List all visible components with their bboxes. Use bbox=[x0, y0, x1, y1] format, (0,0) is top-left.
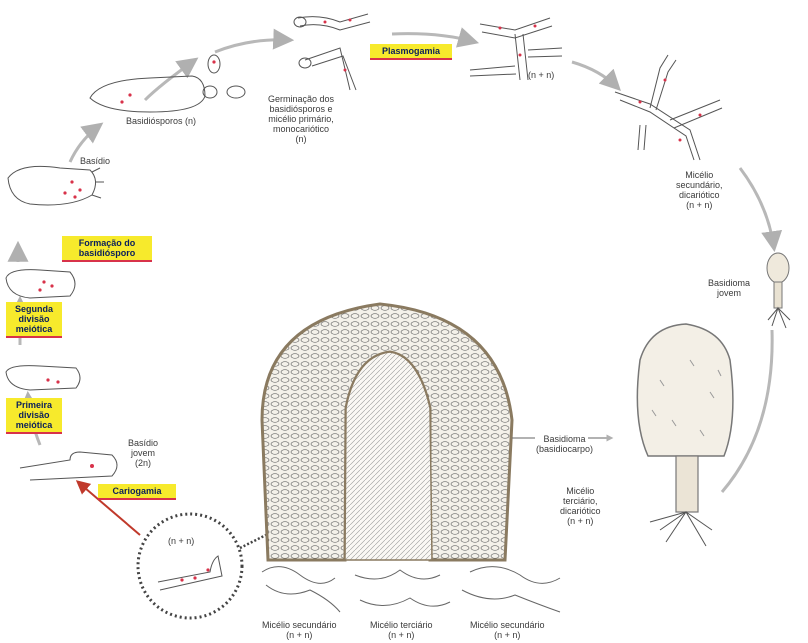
young-basidium-cell bbox=[20, 452, 117, 480]
primary-mycelium bbox=[294, 14, 370, 90]
label-basidioma-jovem: Basidioma jovem bbox=[708, 278, 750, 298]
inset-circle bbox=[138, 514, 242, 618]
basidium-stage bbox=[8, 166, 104, 205]
secondary-mycelium bbox=[615, 55, 722, 160]
label-micelio-terciario-right: Micélio terciário, dicariótico (n + n) bbox=[560, 486, 601, 526]
bottom-mycelium bbox=[262, 567, 560, 612]
first-division-cell bbox=[6, 366, 80, 390]
label-germinacao: Germinação dos basidiósporos e micélio p… bbox=[268, 94, 334, 144]
label-plasmogamia-ploidy: (n + n) bbox=[528, 70, 554, 80]
box-plasmogamia: Plasmogamia bbox=[370, 44, 452, 60]
label-bottom-sec-right: Micélio secundário (n + n) bbox=[470, 620, 545, 640]
mature-basidioma bbox=[637, 324, 733, 546]
label-basidioma: Basidioma (basidiocarpo) bbox=[536, 434, 593, 454]
basidiospores-illustration bbox=[90, 55, 245, 112]
inset-hypha bbox=[158, 556, 222, 590]
box-formacao-basidiosporo: Formação do basidiósporo bbox=[62, 236, 152, 262]
label-basidio-jovem: Basídio jovem (2n) bbox=[128, 438, 158, 468]
box-cariogamia: Cariogamia bbox=[98, 484, 176, 500]
label-basidiosporos: Basidiósporos (n) bbox=[126, 116, 196, 126]
box-segunda-divisao: Segunda divisão meiótica bbox=[6, 302, 62, 338]
label-basidio: Basídio bbox=[80, 156, 110, 166]
label-inset-ploidy: (n + n) bbox=[168, 536, 194, 546]
label-bottom-sec-left: Micélio secundário (n + n) bbox=[262, 620, 337, 640]
young-basidioma bbox=[767, 253, 790, 328]
box-primeira-divisao: Primeira divisão meiótica bbox=[6, 398, 62, 434]
second-division-cell bbox=[6, 270, 75, 298]
basidiocarp-section bbox=[262, 304, 512, 560]
label-micelio-secundario-top: Micélio secundário, dicariótico (n + n) bbox=[676, 170, 723, 210]
label-bottom-terciario: Micélio terciário (n + n) bbox=[370, 620, 433, 640]
